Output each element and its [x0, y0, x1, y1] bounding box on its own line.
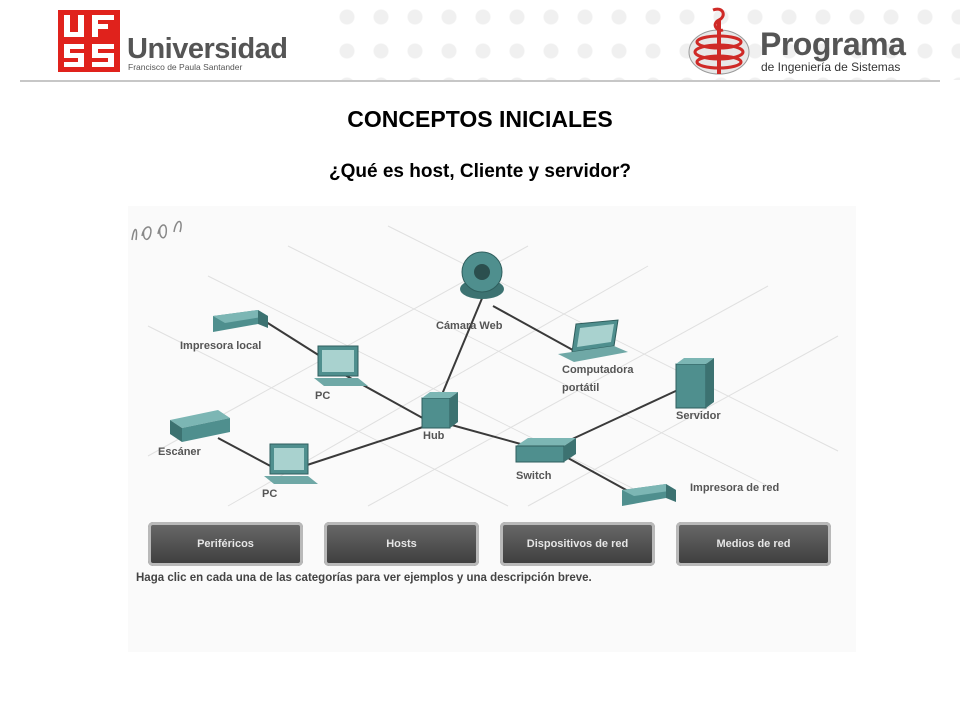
pc-top-icon — [314, 345, 368, 386]
server-icon — [675, 358, 714, 409]
network-printer-icon — [622, 484, 676, 506]
ufps-logo-icon — [58, 10, 120, 72]
label-hub: Hub — [423, 430, 445, 442]
university-subtitle: Francisco de Paula Santander — [128, 62, 243, 72]
category-button-perifericos[interactable]: Periféricos — [148, 522, 303, 566]
program-name: Programa — [760, 26, 906, 62]
header-divider — [20, 80, 940, 82]
label-servidor: Servidor — [676, 410, 721, 422]
label-escaner: Escáner — [158, 446, 201, 458]
label-camara-web: Cámara Web — [436, 320, 503, 332]
category-button-hosts[interactable]: Hosts — [324, 522, 479, 566]
label-impresora-local: Impresora local — [180, 340, 262, 352]
laptop-icon — [558, 319, 628, 362]
label-switch: Switch — [516, 470, 552, 482]
program-logo-icon — [688, 7, 750, 75]
label-portatil: portátil — [562, 382, 600, 394]
label-computadora: Computadora — [562, 364, 634, 376]
background-pattern — [330, 0, 960, 80]
category-button-medios-de-red[interactable]: Medios de red — [676, 522, 831, 566]
webcam-icon — [460, 251, 504, 299]
network-diagram-canvas — [147, 225, 839, 507]
scanner-icon — [170, 410, 230, 442]
network-cables — [217, 295, 681, 492]
label-pc-top: PC — [315, 390, 331, 402]
scribble-mark-icon — [131, 220, 182, 241]
network-diagram: Impresora local PC Cámara Web Computador… — [128, 206, 856, 652]
slide-subtitle: ¿Qué es host, Cliente y servidor? — [329, 161, 631, 182]
label-impresora-red: Impresora de red — [690, 482, 780, 494]
pc-bottom-icon — [264, 443, 318, 484]
category-button-dispositivos-de-red[interactable]: Dispositivos de red — [500, 522, 655, 566]
program-subtitle: de Ingeniería de Sistemas — [761, 60, 901, 74]
university-name: Universidad — [127, 33, 288, 65]
instruction-text: Haga clic en cada una de las categorías … — [136, 572, 592, 584]
switch-icon — [515, 438, 576, 463]
label-pc-bottom: PC — [262, 488, 278, 500]
slide-title: CONCEPTOS INICIALES — [347, 106, 613, 132]
local-printer-icon — [213, 310, 268, 332]
hub-icon — [421, 392, 458, 429]
